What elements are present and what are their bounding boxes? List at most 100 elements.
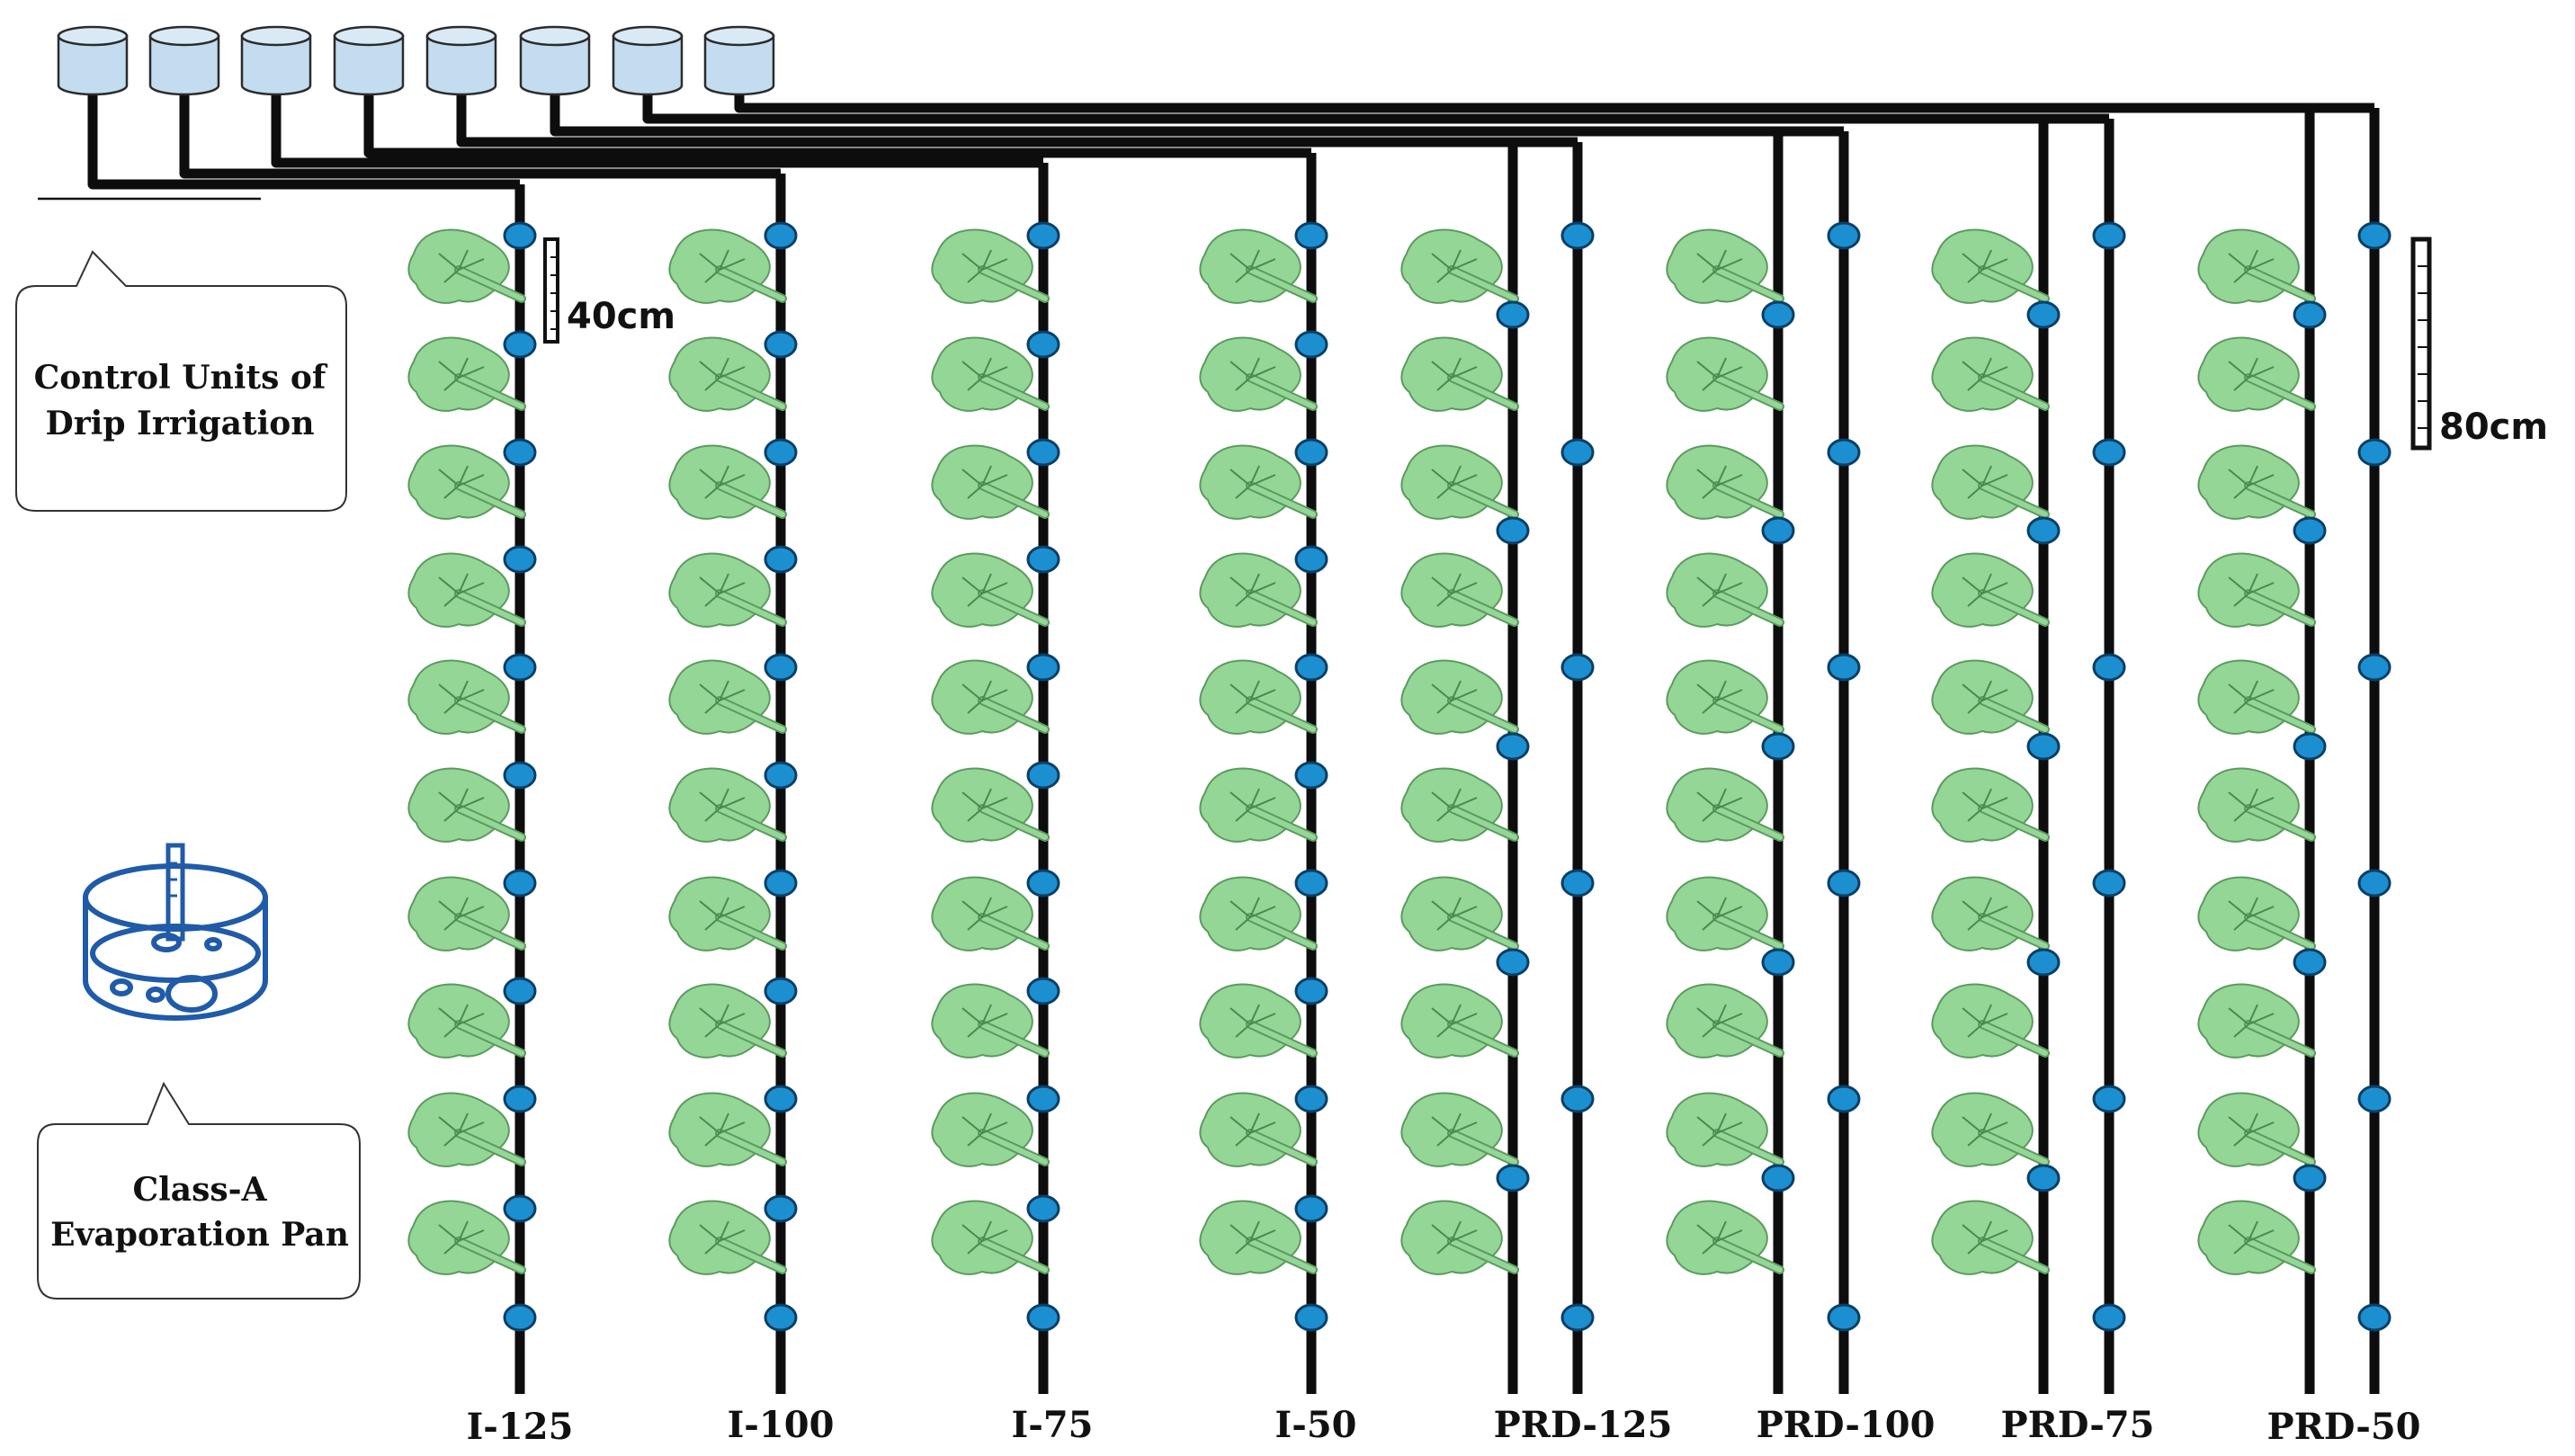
tank-body	[519, 34, 591, 96]
dripper-emitter-icon	[1294, 653, 1328, 682]
dripper-emitter-icon	[2357, 1303, 2392, 1332]
dripper-emitter-icon	[2026, 300, 2061, 329]
plant-icon	[2198, 446, 2311, 519]
treatment-label-prd-100: PRD-100	[1757, 1404, 1936, 1446]
plant-icon	[2198, 338, 2311, 411]
scale-bar-40cm: 40cm	[543, 237, 675, 344]
plant-icon	[1932, 1094, 2045, 1166]
supply-pipe-3	[271, 90, 1049, 1394]
water-tank-icon	[519, 25, 591, 96]
evaporation-pan-icon	[83, 843, 268, 1021]
water-tank-icon	[425, 25, 497, 96]
plant-icon	[2198, 769, 2311, 842]
supply-pipe-7	[642, 90, 2115, 1394]
water-tank-icon	[57, 25, 129, 96]
dripper-emitter-icon	[2293, 1164, 2327, 1192]
dripper-emitter-icon	[1294, 869, 1328, 898]
header-pipe	[87, 90, 520, 190]
dripper-emitter-icon	[2357, 221, 2392, 250]
plant-icon	[2198, 230, 2311, 303]
dripper-emitter-icon	[1827, 1303, 1861, 1332]
dripper-emitter-icon	[1294, 1194, 1328, 1223]
dripper-emitter-icon	[2026, 948, 2061, 977]
plant-icon	[1932, 878, 2045, 951]
treatment-label-prd-75: PRD-75	[2000, 1404, 2154, 1446]
plant-icon	[1667, 878, 1780, 951]
plant-icon	[1401, 661, 1515, 734]
dripper-emitter-icon	[1294, 545, 1328, 574]
control-unit-tanks	[57, 25, 775, 96]
plant-icon	[1401, 230, 1515, 303]
tank-body	[57, 34, 129, 96]
dripper-emitter-icon	[1560, 1085, 1595, 1113]
dripper-emitter-icon	[764, 330, 798, 359]
dripper-emitter-icon	[2026, 732, 2061, 761]
tank-body	[148, 34, 220, 96]
tank-body	[703, 34, 775, 96]
plant-icon	[1932, 446, 2045, 519]
dripper-emitter-icon	[1294, 1085, 1328, 1113]
plant-icon	[2198, 878, 2311, 951]
tank-lid	[240, 25, 312, 47]
water-tank-icon	[148, 25, 220, 96]
dripper-emitter-icon	[1827, 438, 1861, 467]
dripper-emitter-icon	[764, 761, 798, 790]
plant-icon	[1667, 1201, 1780, 1274]
plant-icon	[1401, 985, 1515, 1058]
plant-icon	[1932, 338, 2045, 411]
dripper-emitter-icon	[1761, 732, 1795, 761]
dripper-emitter-icon	[503, 1194, 537, 1223]
dripper-emitter-icon	[2357, 869, 2392, 898]
water-tank-icon	[240, 25, 312, 96]
dripper-emitter-icon	[2092, 1303, 2126, 1332]
tank-body	[333, 34, 405, 96]
tank-lid	[148, 25, 220, 47]
dripper-emitter-icon	[503, 653, 537, 682]
dripper-emitter-icon	[1761, 300, 1795, 329]
plant-icon	[1667, 554, 1780, 627]
dripper-emitter-icon	[2092, 438, 2126, 467]
tank-lid	[519, 25, 591, 47]
dripper-emitter-icon	[764, 545, 798, 574]
dripper-emitter-icon	[503, 221, 537, 250]
plant-icon	[2198, 554, 2311, 627]
tank-body	[240, 34, 312, 96]
plant-icon	[2198, 985, 2311, 1058]
dripper-emitter-icon	[764, 1085, 798, 1113]
tank-lid	[703, 25, 775, 47]
dripper-emitter-icon	[1827, 221, 1861, 250]
dripper-emitter-icon	[764, 869, 798, 898]
dripper-emitter-icon	[1827, 653, 1861, 682]
tank-lid	[425, 25, 497, 47]
control-units-callout: Control Units of Drip Irrigation	[15, 197, 347, 512]
dripper-emitter-icon	[503, 869, 537, 898]
dripper-emitter-icon	[2357, 653, 2392, 682]
plant-icon	[1401, 554, 1515, 627]
dripper-emitter-icon	[1026, 653, 1060, 682]
control-units-label-line2: Drip Irrigation	[45, 405, 314, 442]
dripper-emitter-icon	[1761, 1164, 1795, 1192]
dripper-emitter-icon	[1560, 1303, 1595, 1332]
treatment-label-prd-50: PRD-50	[2267, 1406, 2420, 1448]
header-pipe	[456, 90, 1578, 147]
dripper-emitter-icon	[1026, 1303, 1060, 1332]
scale-bar-80cm: 80cm	[2410, 237, 2548, 451]
water-tank-icon	[333, 25, 405, 96]
dripper-emitter-icon	[1827, 869, 1861, 898]
dripper-emitter-icon	[1294, 330, 1328, 359]
dripper-emitter-icon	[2092, 653, 2126, 682]
dripper-emitter-icon	[1560, 438, 1595, 467]
plant-icon	[1667, 769, 1780, 842]
dripper-emitter-icon	[1761, 948, 1795, 977]
dripper-emitter-icon	[2092, 221, 2126, 250]
emitter-rows	[503, 221, 2392, 1332]
dripper-emitter-icon	[1560, 221, 1595, 250]
dripper-emitter-icon	[1026, 330, 1060, 359]
dripper-emitter-icon	[764, 1194, 798, 1223]
control-units-label-line1: Control Units of	[34, 359, 328, 397]
plant-icon	[1401, 878, 1515, 951]
plant-icon	[1932, 769, 2045, 842]
header-pipe	[642, 90, 2109, 124]
plant-icon	[1932, 554, 2045, 627]
